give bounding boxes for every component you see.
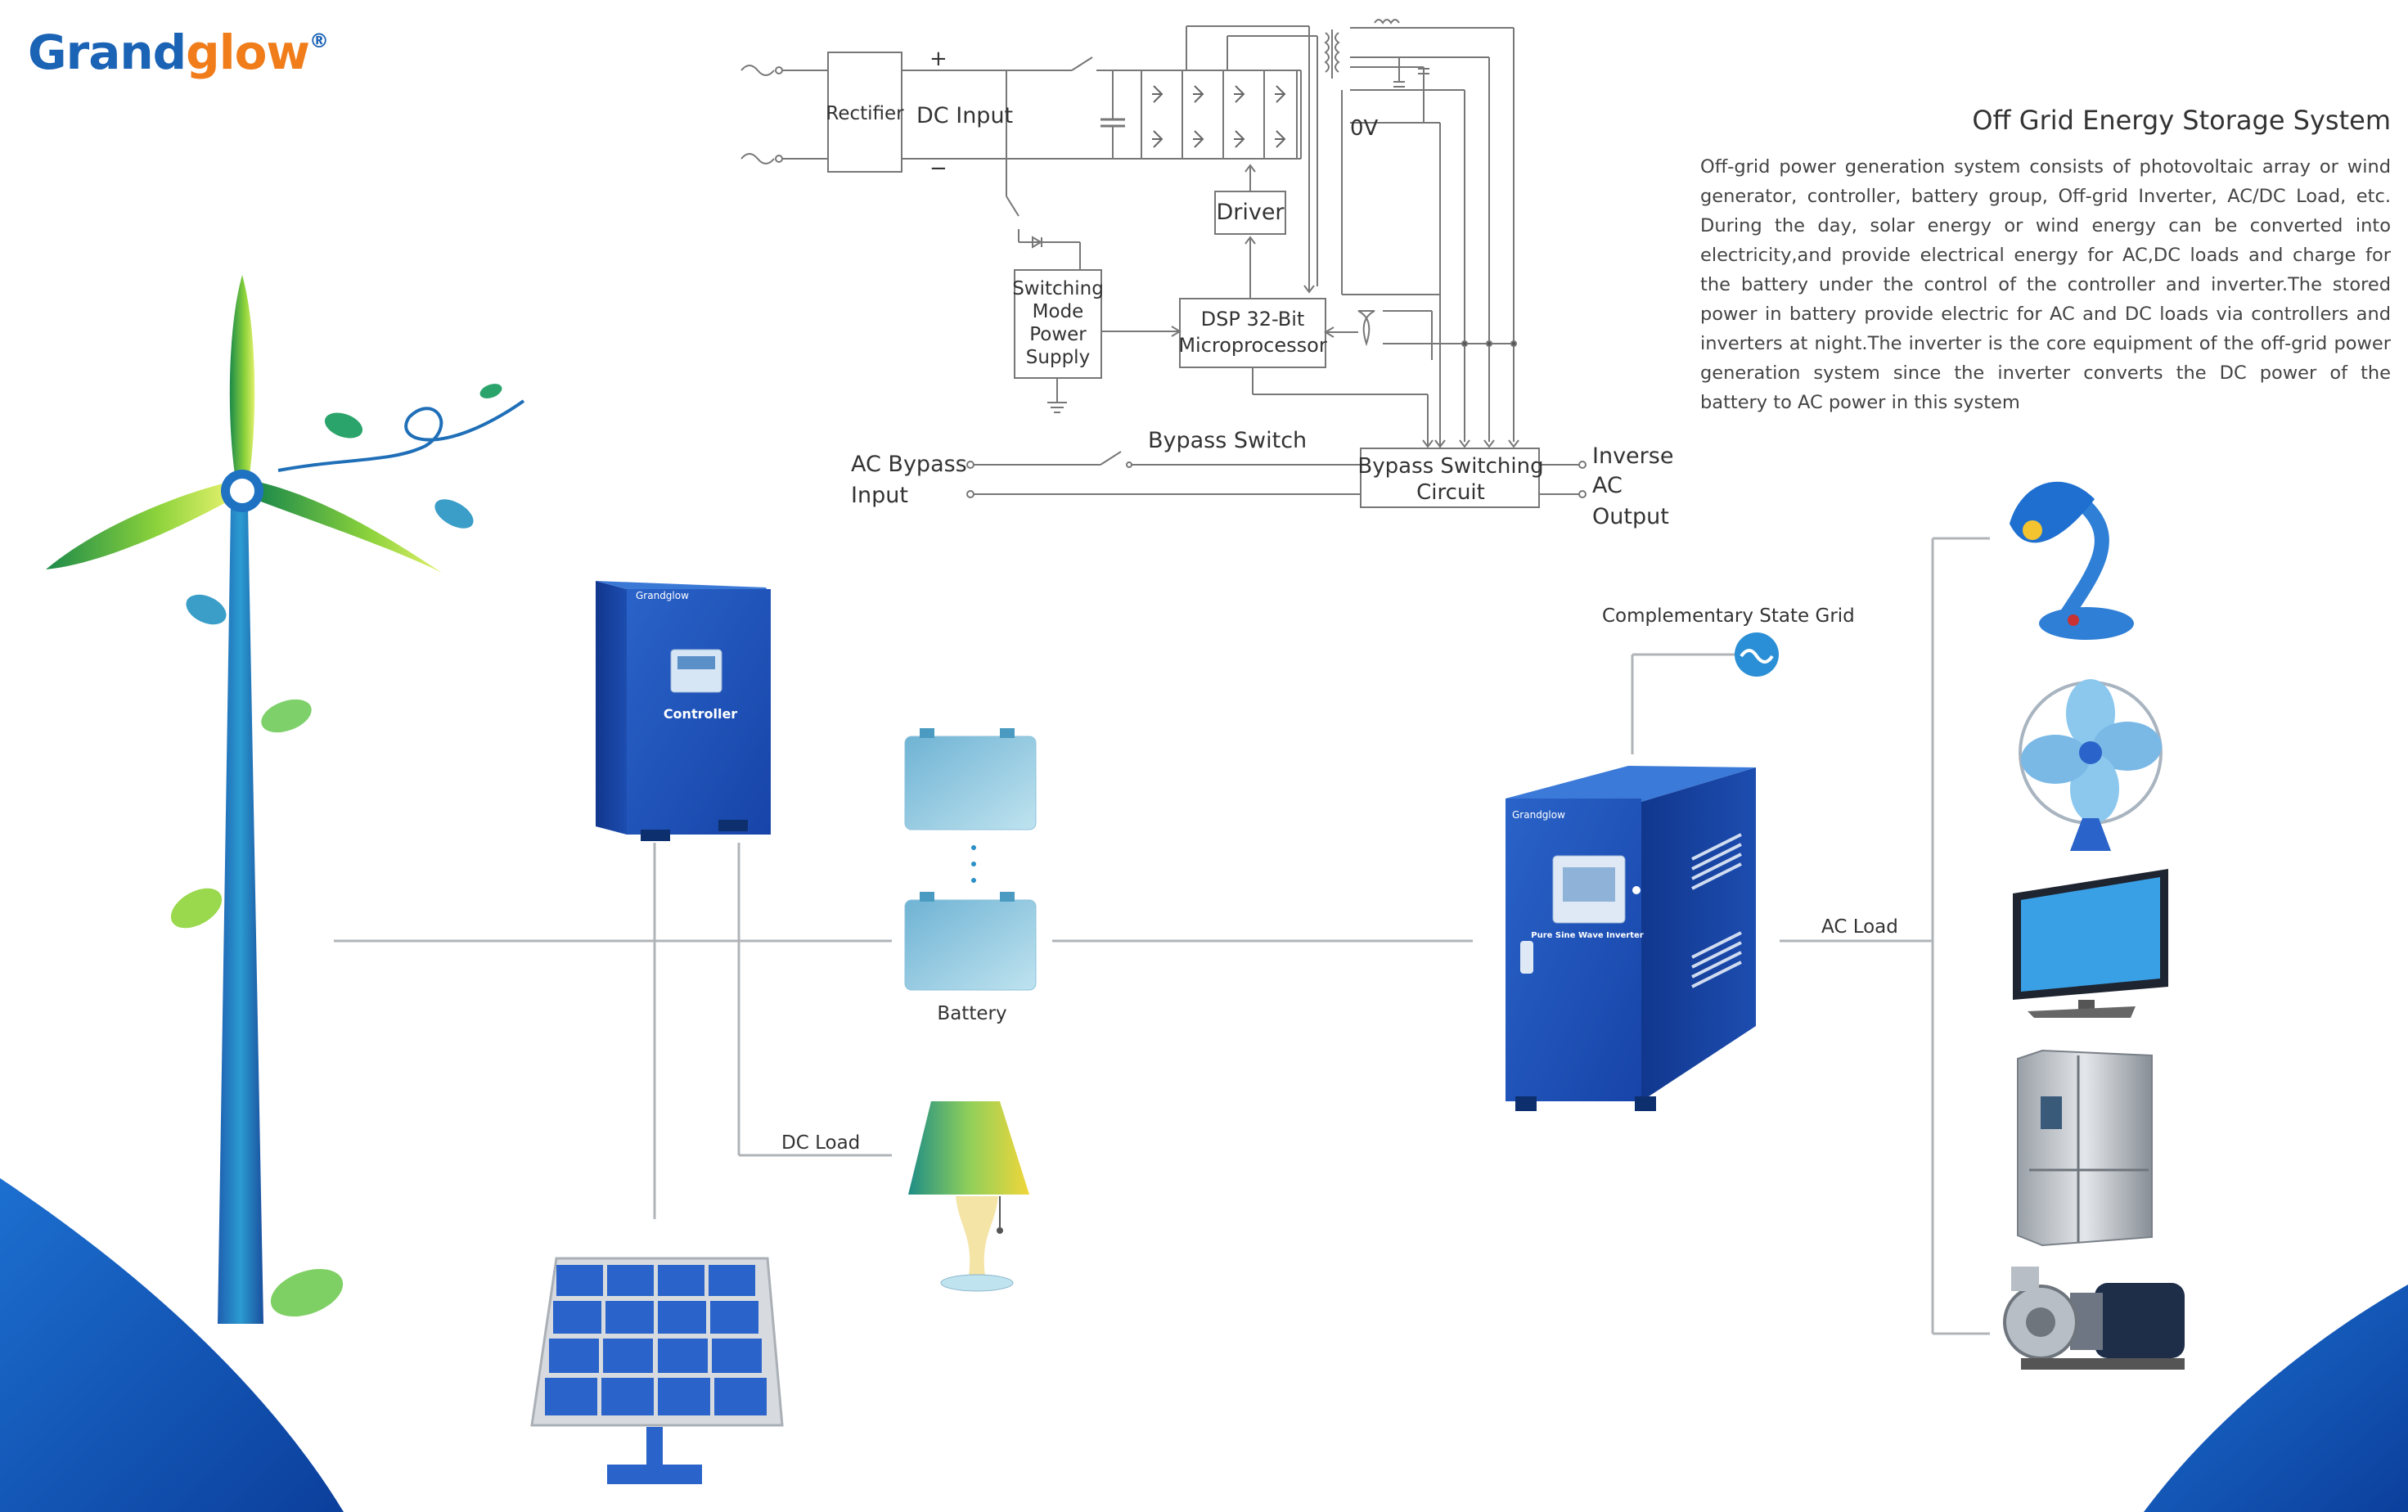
inverse-output-label-line1: Inverse xyxy=(1592,443,1673,469)
rectifier-label: Rectifier xyxy=(826,103,904,124)
ac-source-symbol-1 xyxy=(740,65,775,76)
zero-volt-label: 0V xyxy=(1350,116,1379,141)
smps-label-line1: Switching xyxy=(1012,278,1104,299)
battery-bank-icon xyxy=(904,728,1037,991)
driver-label: Driver xyxy=(1216,200,1285,225)
leaf-decorations xyxy=(170,384,502,1317)
rectifier-box xyxy=(827,52,902,173)
registered-mark: ® xyxy=(309,29,329,52)
pure-sine-wave-inverter-icon: Grandglow Pure Sine Wave Inverter xyxy=(1506,766,1756,1111)
page-title: Off Grid Energy Storage System xyxy=(1972,105,2391,136)
ac-bypass-input-label-line2: Input xyxy=(851,483,908,508)
television-icon xyxy=(2013,869,2168,1018)
switching-mode-power-supply-box xyxy=(1014,269,1102,379)
inverse-output-label-line2: AC xyxy=(1592,473,1623,498)
ac-bypass-input-label-line1: AC Bypass xyxy=(851,452,967,477)
bypass-circuit-label-line1: Bypass Switching xyxy=(1357,454,1543,479)
driver-box xyxy=(1214,191,1286,235)
logo-text-glow: glow xyxy=(186,25,310,80)
refrigerator-icon xyxy=(2017,1049,2153,1247)
igbt-bridge xyxy=(1141,70,1298,160)
dc-input-label: DC Input xyxy=(916,103,1013,128)
inverter-brand: Grandglow xyxy=(1512,809,1565,821)
transformer-symbol xyxy=(1324,32,1330,73)
fan-icon xyxy=(2019,679,2163,851)
water-pump-icon xyxy=(2003,1267,2185,1370)
grid-label: Complementary State Grid xyxy=(1602,605,1855,627)
dc-minus-label: − xyxy=(929,156,947,181)
brand-logo: Grandglow® xyxy=(28,25,329,80)
charge-controller-icon: Grandglow Controller xyxy=(596,581,771,841)
dc-load-lamp-icon xyxy=(908,1101,1029,1292)
inverter-label: Pure Sine Wave Inverter xyxy=(1531,931,1643,940)
system-description: Off-grid power generation system consist… xyxy=(1700,156,2391,413)
corner-swoosh-right xyxy=(2144,1285,2408,1512)
bypass-switching-circuit-box xyxy=(1360,448,1540,508)
smps-label-line3: Power xyxy=(1029,324,1087,345)
bypass-circuit-label-line2: Circuit xyxy=(1416,480,1485,505)
smps-label-line4: Supply xyxy=(1026,347,1090,368)
dc-plus-label: + xyxy=(929,47,947,71)
system-wiring xyxy=(334,537,1990,1335)
grid-source-icon xyxy=(1735,632,1779,677)
dsp-label-line2: Microprocessor xyxy=(1178,334,1327,357)
controller-label: Controller xyxy=(664,706,737,722)
wind-turbine-icon xyxy=(46,275,525,1324)
controller-brand: Grandglow xyxy=(636,590,689,601)
inverse-output-label-line3: Output xyxy=(1592,504,1669,529)
ac-source-symbol-2 xyxy=(740,153,775,164)
logo-text-grand: Grand xyxy=(28,25,187,80)
ac-load-label: AC Load xyxy=(1821,916,1898,938)
current-sensor-symbol xyxy=(1357,310,1375,347)
dsp-label-line1: DSP 32-Bit xyxy=(1201,308,1305,331)
bypass-switch-label: Bypass Switch xyxy=(1148,428,1307,453)
corner-swoosh-left xyxy=(0,1178,344,1512)
inverter-circuit-schematic xyxy=(740,19,1587,508)
smps-label-line2: Mode xyxy=(1033,301,1084,322)
battery-label: Battery xyxy=(937,1003,1006,1024)
solar-panel-icon xyxy=(530,1257,784,1484)
desk-lamp-icon xyxy=(2010,481,2134,640)
dc-load-label: DC Load xyxy=(781,1132,860,1154)
